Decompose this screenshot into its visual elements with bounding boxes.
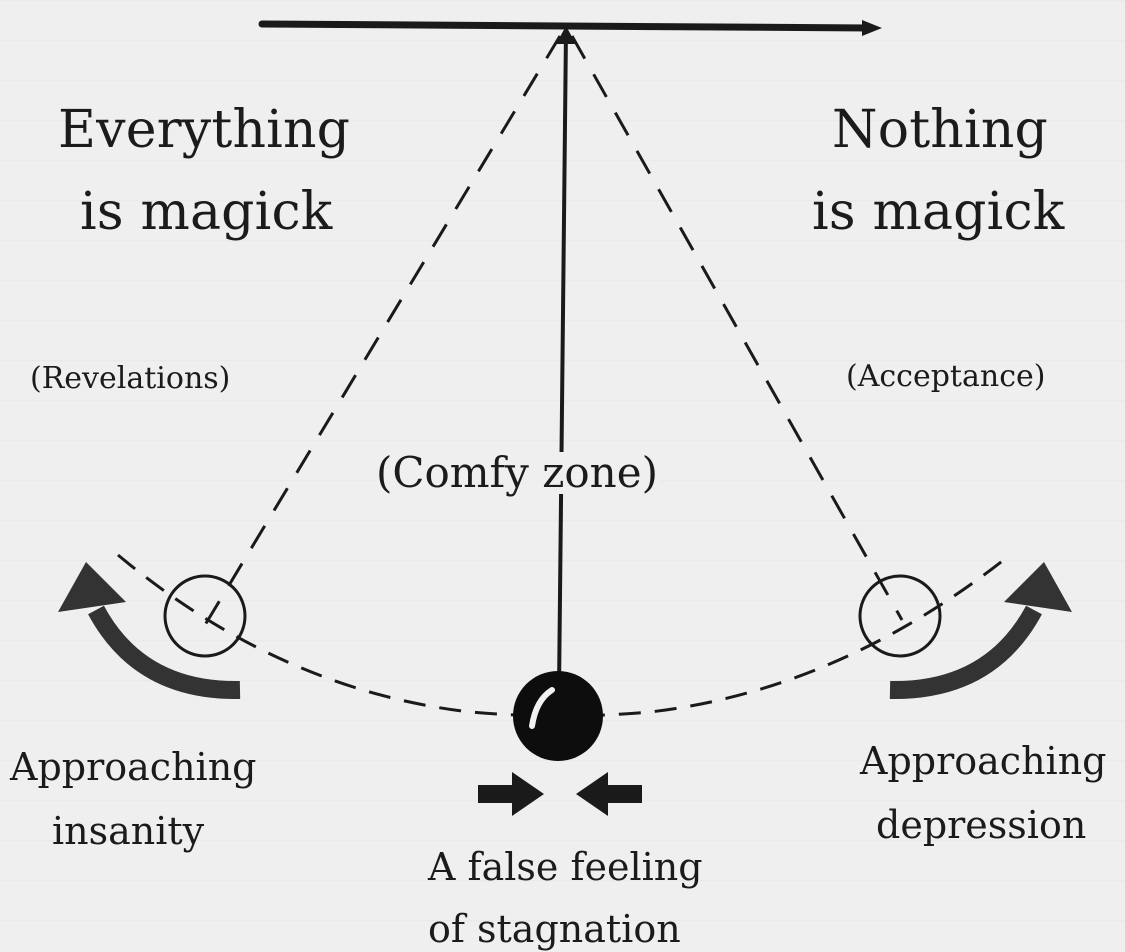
label-revelations: (Revelations) [30, 361, 231, 396]
label-approaching-left: Approaching [10, 745, 257, 789]
left-ghost-bob [163, 574, 247, 658]
label-nothing: Nothing [832, 100, 1049, 160]
pendulum-string [557, 29, 568, 691]
right-ghost-bob [858, 574, 942, 658]
center-bob [513, 671, 603, 761]
label-is-magick-left: is magick [80, 182, 333, 242]
label-depression: depression [876, 803, 1087, 847]
curved-arrow-up-left-icon [58, 562, 241, 700]
label-is-magick-right: is magick [812, 182, 1065, 242]
label-approaching-right: Approaching [860, 739, 1107, 783]
label-acceptance: (Acceptance) [846, 359, 1046, 394]
label-false-feeling: A false feeling [428, 845, 703, 889]
label-stagnation: of stagnation [428, 907, 681, 951]
label-insanity: insanity [52, 809, 205, 853]
label-comfy-zone: (Comfy zone) [374, 448, 660, 497]
center-bob-highlight [529, 687, 555, 729]
label-everything: Everything [58, 100, 351, 160]
beam-arrow-tip [862, 20, 882, 36]
right-swing-line [570, 35, 904, 621]
inward-arrows-icon [478, 772, 642, 816]
curved-arrow-up-right-icon [889, 562, 1072, 700]
left-swing-line [203, 35, 562, 626]
